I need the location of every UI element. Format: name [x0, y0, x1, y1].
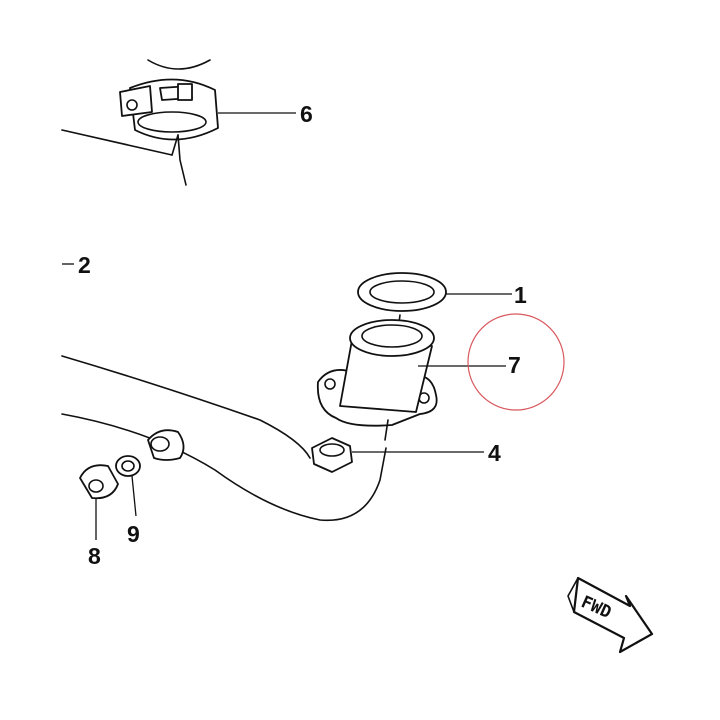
fwd-label: FWD — [578, 592, 614, 623]
bolt-washer-group — [79, 429, 185, 500]
callout-2: 2 — [78, 252, 91, 278]
callout-8: 8 — [88, 543, 101, 569]
clamp-assembly — [61, 59, 219, 186]
highlight-circle — [467, 313, 565, 411]
pipe-sleeve — [316, 319, 438, 441]
callout-9: 9 — [127, 521, 140, 547]
callout-7: 7 — [508, 352, 521, 378]
arrow-icon — [572, 576, 654, 654]
ring-gasket — [357, 272, 447, 331]
exhaust-pipe — [61, 355, 387, 522]
flange-nut — [311, 437, 353, 473]
callout-6: 6 — [300, 101, 313, 127]
callout-1: 1 — [514, 282, 527, 308]
leader-lines — [62, 112, 512, 540]
callout-4: 4 — [488, 440, 501, 466]
fwd-direction-marker: FWD — [567, 576, 654, 654]
